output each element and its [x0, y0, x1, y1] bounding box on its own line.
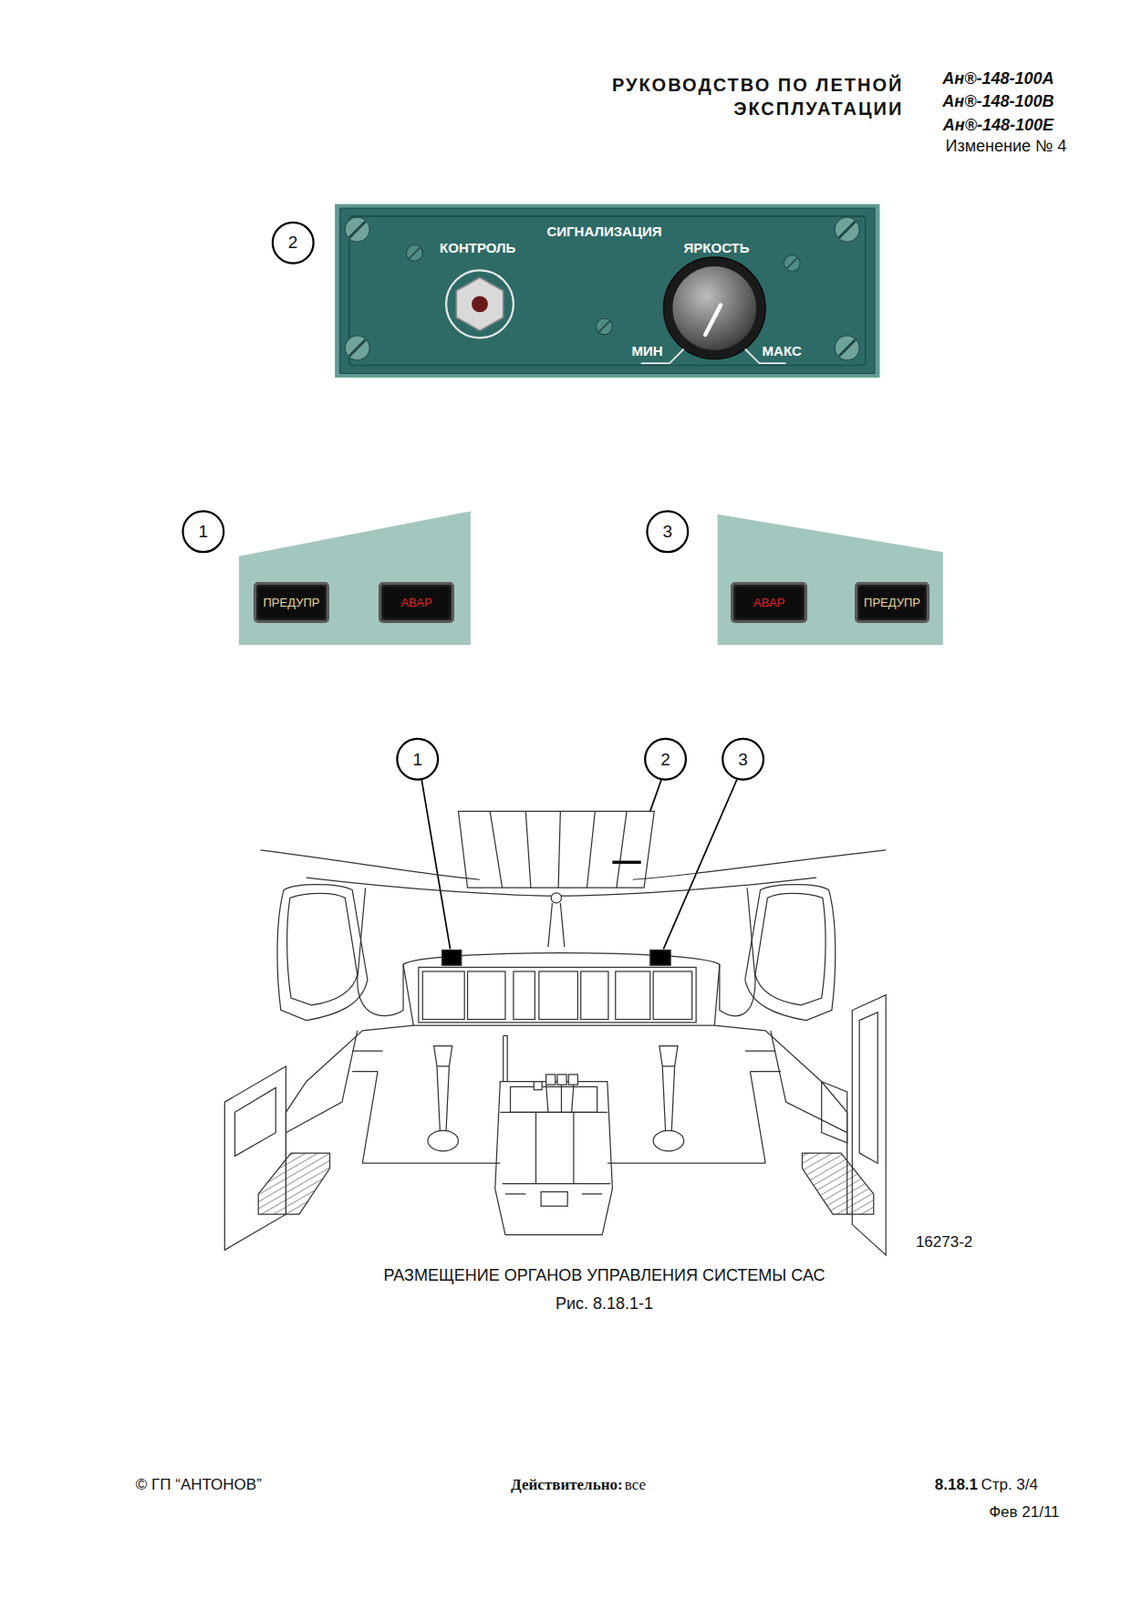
panel-title: СИГНАЛИЗАЦИЯ	[546, 223, 662, 239]
callout-number: 3	[737, 749, 748, 770]
button-text: АВАР	[753, 595, 785, 610]
aircraft-model: Ан®-148-100А	[942, 69, 1054, 89]
aircraft-model: Ан®-148-100В	[942, 91, 1054, 111]
button-text: ПРЕДУПР	[863, 595, 921, 610]
callout-number: 1	[197, 521, 208, 542]
button-text: АВАР	[400, 595, 432, 610]
glareshield-panel	[717, 514, 944, 645]
signal-panel: СИГНАЛИЗАЦИЯ КОНТРОЛЬ ЯРКОСТЬ МИН МАКС	[334, 204, 881, 378]
callout-number: 2	[288, 232, 299, 253]
glareshield-panel	[238, 510, 471, 645]
figure-number: Рис. 8.18.1-1	[555, 1294, 654, 1314]
callout-number: 3	[663, 521, 674, 542]
callout-number: 2	[660, 749, 671, 770]
leader-line	[421, 779, 738, 950]
section-number: 8.18.1	[934, 1475, 978, 1495]
signal-panel	[334, 204, 880, 378]
scale-label: МАКС	[762, 342, 802, 359]
page-number: Стр. 3/4	[980, 1475, 1039, 1495]
cockpit-drawing	[224, 810, 886, 1256]
callout-circle	[182, 222, 763, 780]
control-label: ЯРКОСТЬ	[684, 239, 750, 256]
drawing-number: 16273-2	[915, 1233, 973, 1252]
control-label: КОНТРОЛЬ	[439, 239, 516, 256]
annunciator-button: АВАР	[378, 581, 455, 624]
manual-title: РУКОВОДСТВО ПО ЛЕТНОЙ ЭКСПЛУАТАЦИИ	[556, 72, 904, 121]
scale-label: МИН	[631, 342, 663, 359]
revision-note: Изменение № 4	[945, 136, 1068, 156]
annunciator-button: ПРЕДУПР	[253, 581, 331, 624]
callout-number: 1	[412, 749, 423, 770]
page-date: Фев 21/11	[988, 1504, 1060, 1523]
figure-caption: РАЗМЕЩЕНИЕ ОРГАНОВ УПРАВЛЕНИЯ СИСТЕМЫ СА…	[383, 1265, 825, 1285]
validity-value: все	[624, 1475, 646, 1495]
validity-label: Действительно:	[510, 1475, 624, 1495]
copyright: © ГП “АНТОНОВ”	[135, 1475, 262, 1495]
aircraft-model: Ан®-148-100Е	[943, 114, 1054, 135]
button-text: ПРЕДУПР	[263, 595, 321, 610]
annunciator-button: ПРЕДУПР	[854, 581, 931, 624]
annunciator-button: АВАР	[730, 581, 808, 624]
